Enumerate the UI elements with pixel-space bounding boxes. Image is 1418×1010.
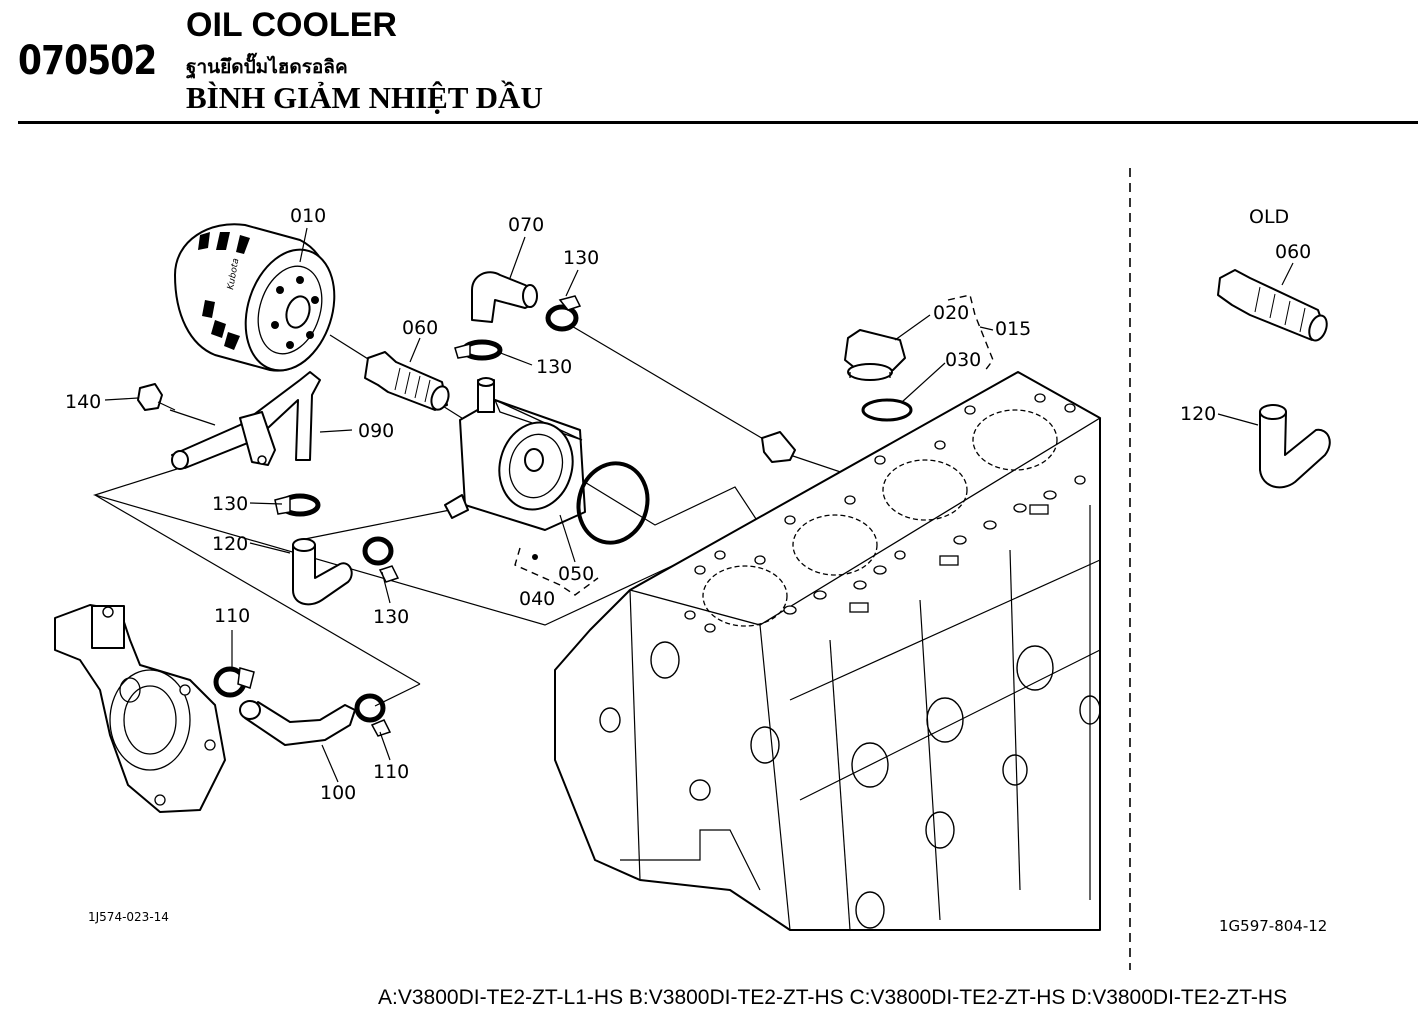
- o-ring-050: [576, 461, 650, 545]
- clamp-110-left: [213, 666, 255, 698]
- callout-070: 070: [508, 214, 544, 236]
- section-code: 070502: [18, 38, 157, 84]
- callout-050: 050: [558, 563, 594, 585]
- callout-130-top: 130: [563, 247, 599, 269]
- callout-010: 010: [290, 205, 326, 227]
- callout-110-right: 110: [373, 761, 409, 783]
- engine-block: [554, 371, 1102, 931]
- model-applicability-footer: A:V3800DI-TE2-ZT-L1-HS B:V3800DI-TE2-ZT-…: [378, 986, 1288, 1009]
- illustration-id-right: 1G597-804-12: [1219, 917, 1327, 935]
- fitting-060: [364, 351, 450, 411]
- header-rule: [18, 121, 1418, 124]
- oil-filter: Kubota: [174, 223, 336, 372]
- callout-020: 020: [933, 302, 969, 324]
- callout-090: 090: [358, 420, 394, 442]
- callout-100: 100: [320, 782, 356, 804]
- callout-110-left: 110: [214, 605, 250, 627]
- callout-130-right: 130: [373, 606, 409, 628]
- illustration-id-left: 1J574-023-14: [88, 910, 169, 924]
- oil-cooler: [444, 377, 586, 531]
- pipe-090: [171, 371, 321, 470]
- callout-leaders: [104, 227, 994, 783]
- old-hose-120: [1259, 404, 1331, 489]
- hose-120: [292, 538, 353, 606]
- title-vietnamese: BÌNH GIẢM NHIỆT DẦU: [186, 80, 543, 115]
- union-fitting: [761, 431, 796, 463]
- clamp-130-mid: [454, 339, 503, 361]
- clamp-130-left: [274, 493, 321, 517]
- callout-130-mid: 130: [536, 356, 572, 378]
- clamp-130-right: [362, 536, 400, 583]
- callout-labels: 010 060 070 130 130 140 090 130 120 130 …: [65, 205, 1031, 804]
- callout-140: 140: [65, 391, 101, 413]
- oil-filler-cap: [844, 329, 906, 381]
- o-ring-030: [861, 398, 913, 422]
- title-english: OIL COOLER: [186, 6, 397, 44]
- callout-130-left: 130: [212, 493, 248, 515]
- hose-070: [471, 271, 538, 323]
- bolt-140: [137, 383, 176, 411]
- old-callout-060: 060: [1275, 241, 1311, 263]
- callout-030: 030: [945, 349, 981, 371]
- group-040-bracket: [514, 547, 599, 596]
- hose-100: [239, 700, 356, 746]
- callout-040: 040: [519, 588, 555, 610]
- old-label: OLD: [1249, 206, 1289, 228]
- group-015-bracket: [947, 294, 994, 373]
- callout-060: 060: [402, 317, 438, 339]
- old-callout-120: 120: [1180, 403, 1216, 425]
- clamp-110-right: [354, 693, 392, 737]
- clamp-130-top: [545, 295, 582, 332]
- water-pump-housing: [54, 604, 226, 813]
- title-thai: ฐานยึดปั๊มไฮดรอลิค: [186, 56, 348, 78]
- callout-120: 120: [212, 533, 248, 555]
- callout-015: 015: [995, 318, 1031, 340]
- old-fitting-060: [1217, 269, 1328, 342]
